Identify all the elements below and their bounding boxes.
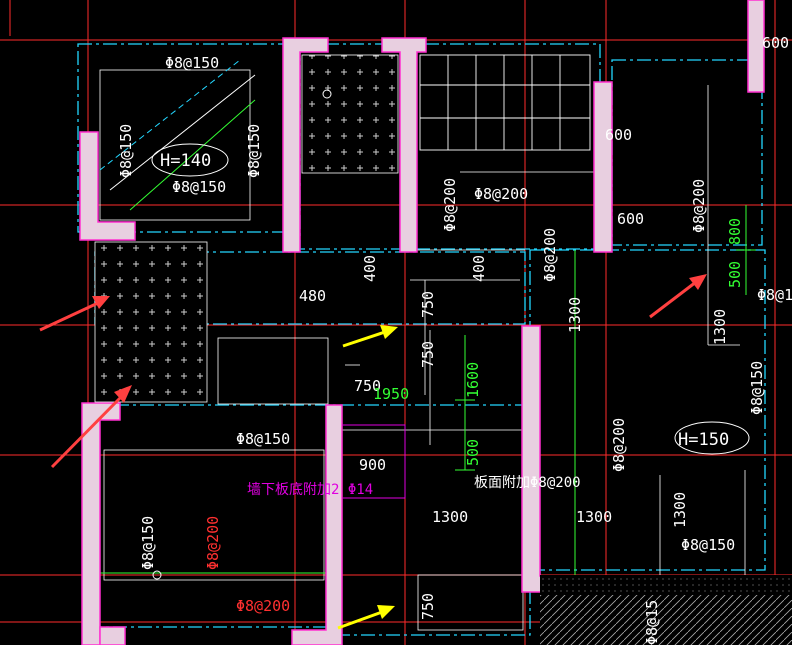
dim-400-b: 400: [470, 255, 488, 282]
dim-480: 480: [299, 287, 326, 305]
h150-ellipse: [674, 421, 750, 455]
hatch-shaft-left: [94, 241, 208, 403]
construction-lines: [99, 69, 746, 631]
wall-left-bottom-foot: [99, 626, 126, 645]
slab-note-label: 板面附加Φ8@200: [474, 475, 581, 491]
dim-750-c: 750: [354, 377, 381, 395]
wall-top-right: [747, 0, 765, 93]
h140-ellipse: [151, 143, 229, 177]
red-arrow-1: [39, 296, 110, 332]
rebar-150-right-h-label: Φ8@150: [757, 286, 792, 304]
hatch-stair-edge: [540, 575, 792, 595]
diag-lines: [99, 59, 256, 211]
wall-note-leader: [342, 424, 406, 499]
dim-1600: 1600: [464, 362, 482, 398]
wall-col-3: [593, 81, 613, 253]
rebar-150-bottom-left-label: Φ8@150: [139, 516, 157, 570]
rebar-150-left-mid-label: Φ8@150: [236, 430, 290, 448]
rebar-200-red-v-label: Φ8@200: [204, 516, 222, 570]
dim-1300-a: 1300: [566, 297, 584, 333]
red-arrows: [39, 274, 707, 469]
dim-600-a: 600: [605, 126, 632, 144]
dim-750-a: 750: [419, 291, 437, 318]
red-arrow-3: [649, 274, 707, 319]
wall-col-1: [282, 37, 329, 253]
walls: [79, 0, 765, 645]
dim-400-a: 400: [361, 255, 379, 282]
dim-500-right: 500: [726, 261, 744, 288]
grid-panel: [419, 54, 591, 151]
rebar-150-bottom-right-label: Φ8@150: [681, 536, 735, 554]
rebar-200-a-label: Φ8@200: [441, 178, 459, 232]
rebar-200-c-label: Φ8@200: [541, 228, 559, 282]
yellow-arrows: [337, 325, 398, 630]
dim-1300-c: 1300: [432, 508, 468, 526]
dim-750-d: 750: [419, 593, 437, 620]
dim-1300-d: 1300: [576, 508, 612, 526]
wall-left-top: [79, 131, 136, 241]
dim-500-green: 500: [464, 439, 482, 466]
wall-col-2: [381, 37, 427, 253]
yellow-arrow-2: [337, 605, 395, 630]
dim-1300-b: 1300: [711, 309, 729, 345]
dimension-texts: 600 600 600 400 400 480 750 750 750 750 …: [299, 34, 789, 620]
rebar-200-red-h-label: Φ8@200: [236, 597, 290, 615]
rebar-150-right-v-label: Φ8@150: [748, 361, 766, 415]
h150-label: H=150: [678, 430, 729, 450]
rebar-mid-v-label: Φ8@150: [245, 124, 263, 178]
rebar-150-far-right-label: Φ8@15: [643, 600, 661, 645]
hatch-stair: [540, 595, 792, 645]
rebar-left-v-label: Φ8@150: [117, 124, 135, 178]
wall-mid-bottom: [291, 404, 343, 645]
dim-600-top: 600: [762, 34, 789, 52]
dim-900: 900: [359, 456, 386, 474]
hatch-shaft-top: [301, 54, 399, 174]
labels: Φ8@150 Φ8@150 Φ8@150 Φ8@150 H=140 Φ8@200…: [117, 54, 792, 645]
dim-750-b: 750: [419, 341, 437, 368]
dim-1300-e: 1300: [671, 492, 689, 528]
marker-1: [322, 89, 332, 99]
dim-800-green: 800: [726, 218, 744, 245]
dim-600-b: 600: [617, 210, 644, 228]
rebar-200-b-label: Φ8@200: [474, 185, 528, 203]
rebar-200-e-label: Φ8@200: [610, 418, 628, 472]
rebar-200-d-label: Φ8@200: [690, 179, 708, 233]
h140-label: H=140: [160, 151, 211, 171]
red-arrow-2: [50, 385, 132, 469]
yellow-arrow-1: [342, 325, 398, 348]
wall-note-label: 墙下板底附加2 Φ14: [247, 482, 373, 498]
rebar-mid-h-label: Φ8@150: [172, 178, 226, 196]
rebar-top-label: Φ8@150: [165, 54, 219, 72]
dim-1950: 1950: [373, 385, 409, 403]
wall-right-L: [521, 325, 571, 593]
marker-2: [152, 570, 162, 580]
wall-left-bottom: [81, 402, 121, 645]
